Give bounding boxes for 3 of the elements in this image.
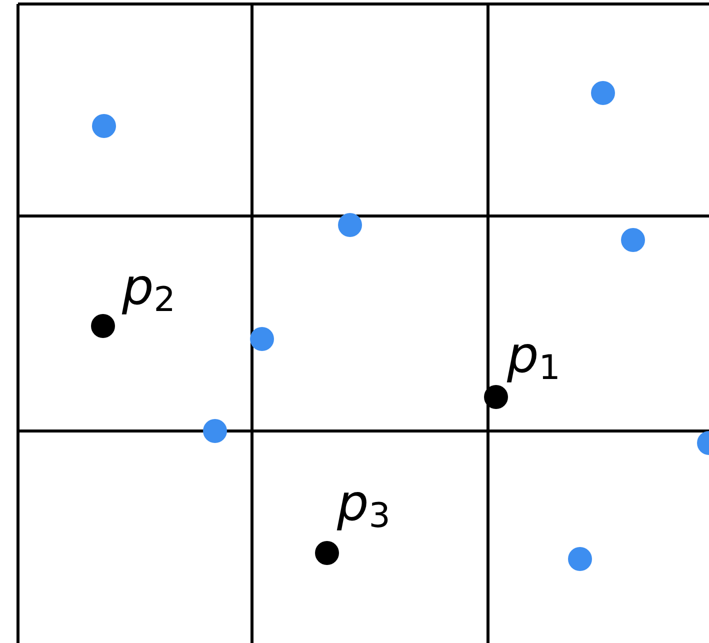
point-label: p$_{3}$ [337,478,390,533]
point-label: p$_{2}$ [122,262,176,317]
point-label: p$_{1}$ [507,330,560,385]
